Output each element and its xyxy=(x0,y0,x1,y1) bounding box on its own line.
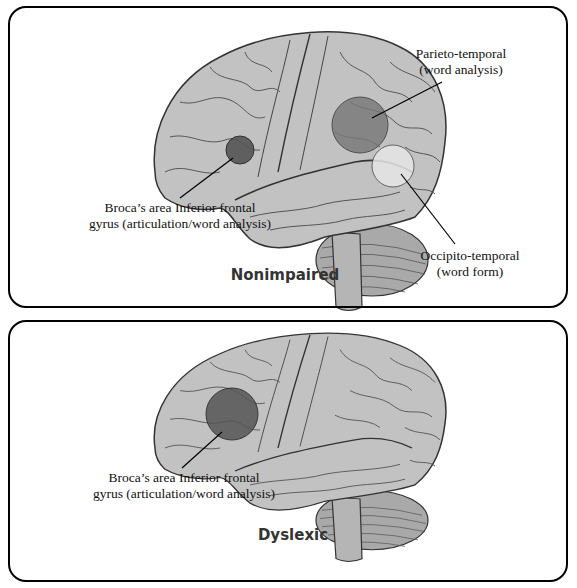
region-label: Broca’s area Inferior frontal gyrus (art… xyxy=(92,470,276,502)
region-label: Occipito-temporal (word form) xyxy=(412,248,528,280)
panel-title: Nonimpaired xyxy=(210,266,360,284)
figure-panel: Dyslexic xyxy=(8,320,568,582)
region-label: Parieto-temporal (word analysis) xyxy=(402,46,520,78)
panel-title: Dyslexic xyxy=(218,526,368,544)
region-label: Broca’s area Inferior frontal gyrus (art… xyxy=(88,200,272,232)
